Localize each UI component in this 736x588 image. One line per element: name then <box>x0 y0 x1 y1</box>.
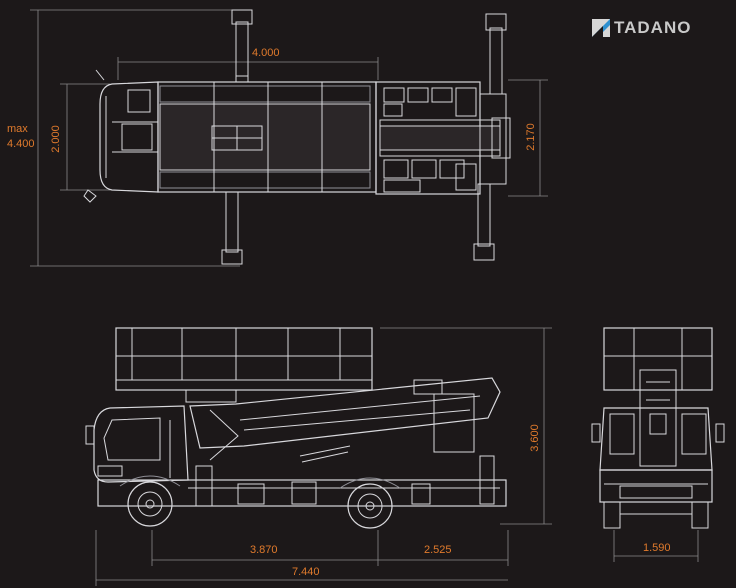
side-view <box>85 327 552 586</box>
dimension-track: 1.590 <box>643 542 671 554</box>
tadano-logo-mark-icon <box>592 19 610 37</box>
dimension-total-length: 7.440 <box>292 566 320 578</box>
top-view-dimension-lines <box>30 9 548 267</box>
dimension-rear-overhang: 2.525 <box>424 544 452 556</box>
front-view-dimension-lines <box>613 530 699 562</box>
dimension-wheelbase: 3.870 <box>250 544 278 556</box>
tadano-logo: TADANO <box>591 18 691 38</box>
dimension-cab-width: 2.000 <box>49 125 62 153</box>
side-view-dimension-lines <box>95 327 552 586</box>
dimension-max-label: max <box>7 123 28 135</box>
dimension-top-length: 4.000 <box>252 47 280 59</box>
dimension-height: 3.600 <box>528 424 541 452</box>
top-view <box>30 9 548 267</box>
dimension-body-width: 2.170 <box>524 123 537 151</box>
brand-name: TADANO <box>614 18 692 37</box>
front-view <box>591 327 725 562</box>
dimension-max-width: 4.400 <box>7 138 35 150</box>
